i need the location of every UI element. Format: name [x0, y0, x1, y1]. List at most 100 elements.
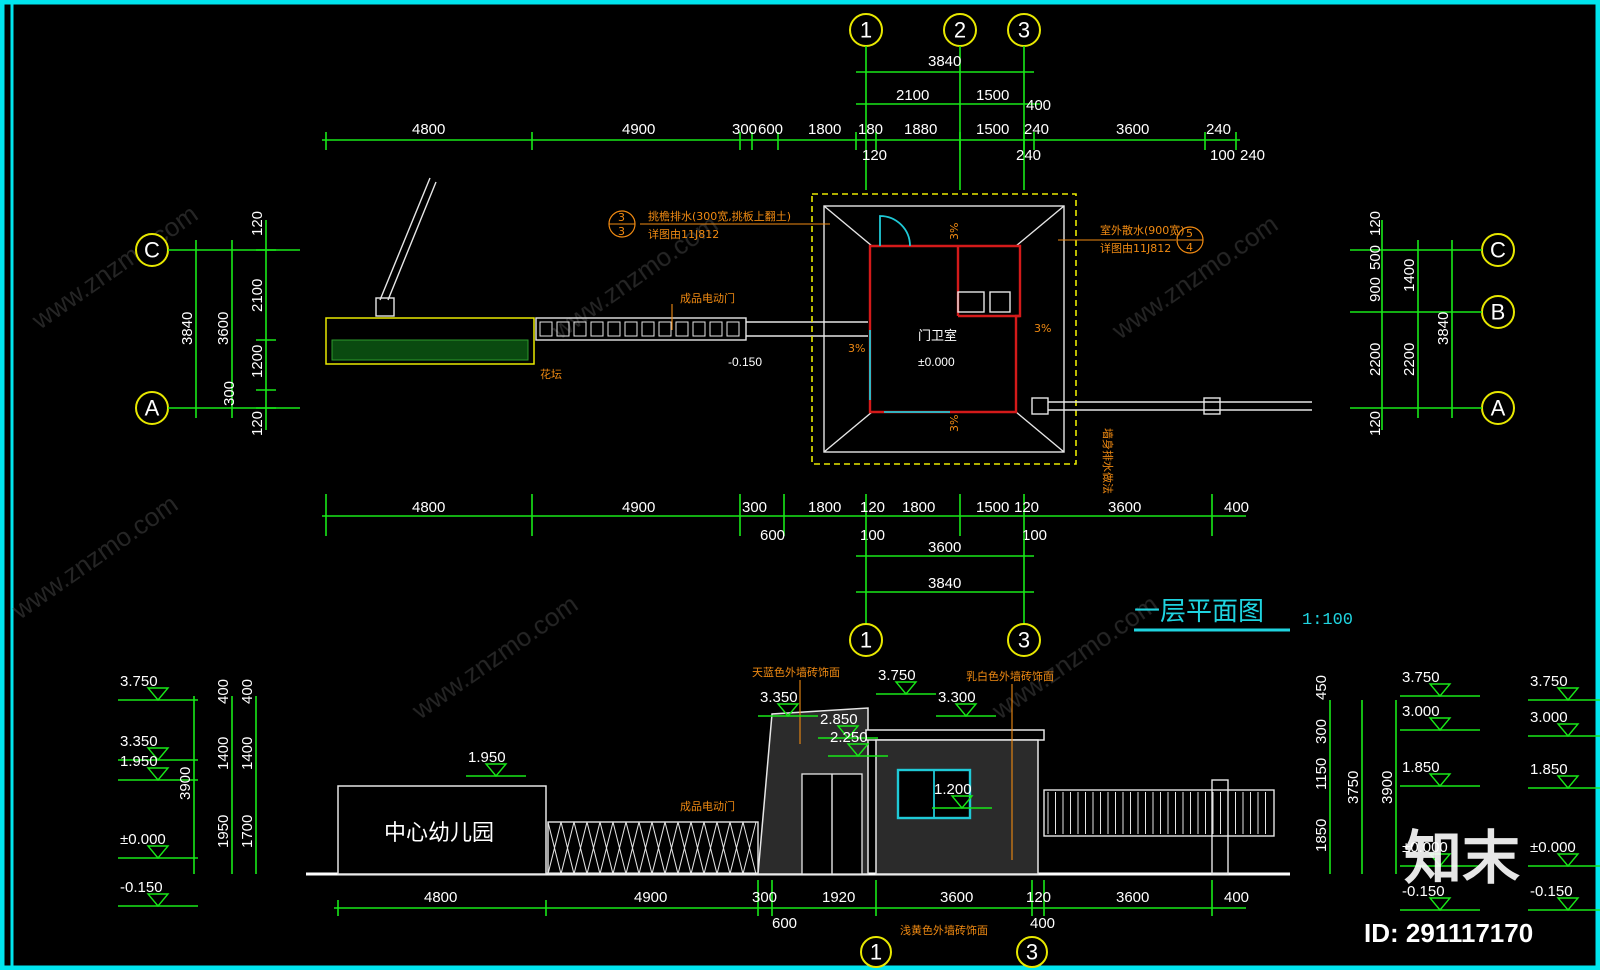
svg-text:C: C — [144, 238, 160, 263]
level-triangle — [950, 795, 974, 810]
level-triangle — [954, 703, 978, 718]
lattice-bar — [690, 821, 705, 875]
dim-240d: 240 — [1240, 147, 1265, 164]
roof-eave — [865, 729, 1045, 741]
dim-right-3840: 3840 — [1435, 312, 1452, 345]
left-detail-ref: 3 3 — [608, 210, 636, 238]
flower-bed-note: 花坛 — [540, 368, 562, 381]
dim-b-4900: 4900 — [622, 499, 655, 516]
gate-cell — [556, 321, 570, 337]
gate-cell — [726, 321, 740, 337]
dim-right-2200: 2200 — [1367, 343, 1384, 376]
dim-300: 300 — [732, 121, 757, 138]
roof-outline — [811, 193, 1077, 465]
axis-bubble-2: 2 — [943, 13, 977, 47]
level-value: 3.000 — [1530, 709, 1568, 726]
level-triangle — [1428, 717, 1452, 732]
note-yellow-tile: 浅黄色外墙砖饰面 — [900, 923, 988, 937]
elev-left-b1: 1400 — [239, 737, 256, 770]
front-elevation: 中心幼儿园 成品电动门 天蓝色外墙砖饰面 乳白色外墙砖饰面 浅黄色外墙砖饰面 3… — [118, 665, 1600, 968]
lattice-bar — [612, 821, 627, 875]
dim-top-3840: 3840 — [928, 53, 961, 70]
level-triangle — [1556, 775, 1580, 790]
elev-left-a0: 400 — [215, 679, 232, 704]
note-blue-tile: 天蓝色外墙砖饰面 — [752, 665, 840, 679]
axis-bubble-C-right: C — [1481, 233, 1515, 267]
axis-bubble-3: 3 — [1007, 13, 1041, 47]
gate-cell — [573, 321, 587, 337]
level-value: 1.850 — [1402, 759, 1440, 776]
watermark-site: www.znzmo.com — [5, 488, 183, 625]
lattice-bar — [703, 821, 718, 875]
elev-right-a1: 300 — [1313, 719, 1330, 744]
level-triangle — [846, 743, 870, 758]
elev-right-b1: 3900 — [1379, 771, 1396, 804]
right-detail-ref: 5 4 — [1176, 226, 1204, 254]
level-triangle — [776, 703, 800, 718]
svg-text:3: 3 — [618, 211, 625, 224]
lattice-bar — [729, 821, 744, 875]
dim-400: 400 — [1026, 97, 1051, 114]
elev-b-4900: 4900 — [634, 889, 667, 906]
svg-text:3: 3 — [1018, 18, 1030, 43]
elev-left-b0: 400 — [239, 679, 256, 704]
dim-right-500: 500 — [1367, 245, 1384, 270]
dim-240b: 240 — [1206, 121, 1231, 138]
dim-b-120b: 120 — [1014, 499, 1039, 516]
gate-note: 成品电动门 — [680, 291, 735, 305]
gate-cell — [624, 321, 638, 337]
axis-bubble-1: 1 — [849, 13, 883, 47]
dim-b-3840: 3840 — [928, 575, 961, 592]
floor-plan: 1 2 3 3840 2100 1500 400 4800 4900 — [135, 13, 1515, 657]
flower-bed-fill — [331, 339, 529, 361]
sign-text: 中心幼儿园 — [384, 821, 494, 846]
level-value: -0.150 — [120, 879, 163, 896]
dim-b-4800: 4800 — [412, 499, 445, 516]
dim-left-300: 300 — [221, 381, 238, 406]
dim-left-1200: 1200 — [249, 345, 266, 378]
gate-cell — [641, 321, 655, 337]
svg-text:4: 4 — [1186, 241, 1193, 254]
svg-text:A: A — [1491, 396, 1506, 421]
dim-600: 600 — [758, 121, 783, 138]
elev-axis-1: 1 — [860, 936, 892, 968]
left-note-1: 挑檐排水(300宽,挑板上翻土) — [648, 209, 791, 223]
svg-text:C: C — [1490, 238, 1506, 263]
room-label: 门卫室 — [918, 328, 957, 343]
dim-right-120: 120 — [1367, 211, 1384, 236]
watermark-site: www.znzmo.com — [25, 198, 203, 335]
svg-text:A: A — [145, 396, 160, 421]
lattice-bar — [560, 821, 575, 875]
gate-cell — [539, 321, 553, 337]
level-value: 1.950 — [120, 753, 158, 770]
svg-text:1: 1 — [870, 940, 882, 965]
level-triangle — [1556, 723, 1580, 738]
level-value: 1.200 — [934, 781, 972, 798]
gate-cell — [692, 321, 706, 337]
elev-axis-3: 3 — [1016, 936, 1048, 968]
left-note-2: 详图由11J812 — [648, 227, 719, 241]
note-white-tile: 乳白色外墙砖饰面 — [966, 669, 1054, 683]
lattice-bar — [547, 821, 562, 875]
plan-title: 一层平面图 — [1134, 597, 1264, 627]
dim-right-900: 900 — [1367, 277, 1384, 302]
svg-text:5: 5 — [1186, 227, 1193, 240]
elev-b-3600b: 3600 — [1116, 889, 1149, 906]
watermark-layer: www.znzmo.com www.znzmo.com www.znzmo.co… — [5, 198, 1283, 725]
level-value: 3.750 — [1402, 669, 1440, 686]
slope-top: 3% — [948, 223, 961, 240]
dim-b-400: 400 — [1224, 499, 1249, 516]
level-value: -0.150 — [1530, 883, 1573, 900]
dim-240: 240 — [1024, 121, 1049, 138]
level-triangle — [146, 893, 170, 908]
dim-b-3600c: 3600 — [928, 539, 961, 556]
elev-right-a2: 1150 — [1313, 758, 1330, 790]
brand-logo: 知末 — [1404, 824, 1520, 892]
dim-b-100b: 100 — [1022, 527, 1047, 544]
elev-b-400: 400 — [1224, 889, 1249, 906]
